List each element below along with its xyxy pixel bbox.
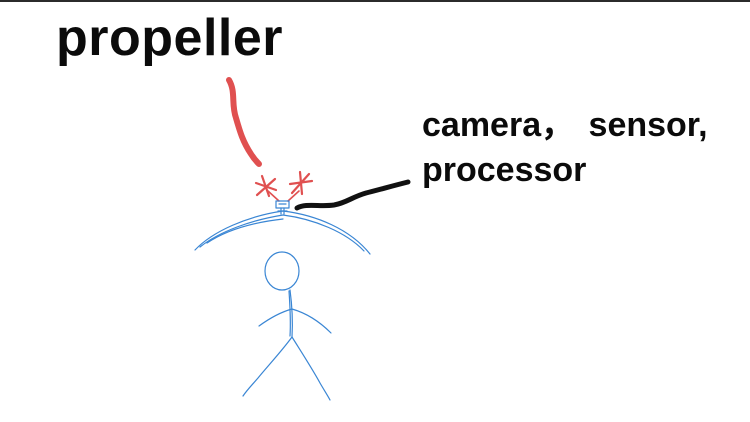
module-pointer-line	[294, 179, 411, 211]
module-box	[275, 200, 290, 209]
propeller-arms	[267, 190, 300, 202]
module-label-line1: camera， sensor,	[422, 106, 708, 144]
propeller-left-icon	[254, 174, 278, 198]
figure-head	[264, 251, 300, 291]
propeller-pointer-line	[226, 77, 262, 167]
module-label-line2: processor	[422, 151, 587, 189]
propeller-right-icon	[288, 170, 314, 196]
propeller-label: propeller	[56, 9, 283, 67]
figure-arms	[258, 308, 332, 334]
top-border	[0, 0, 750, 2]
figure-legs	[242, 336, 293, 397]
figure-sketch	[194, 200, 371, 401]
hat-brim	[194, 210, 371, 255]
figure-body	[289, 289, 293, 338]
